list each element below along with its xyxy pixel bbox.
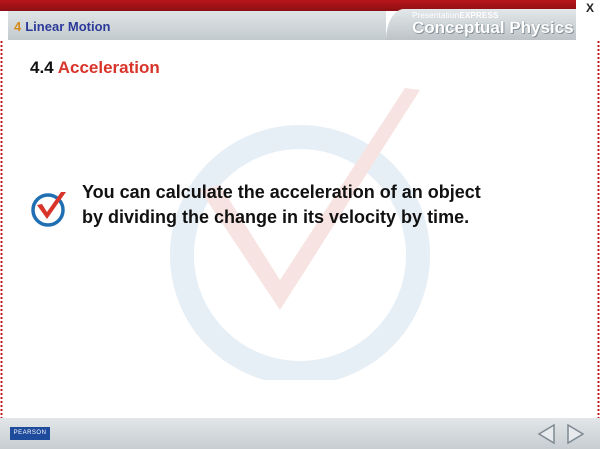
section-number: 4.4: [30, 58, 54, 77]
brand-series-bold: EXPRESS: [459, 11, 499, 20]
brand-tab: [386, 9, 576, 40]
pearson-logo: PEARSON: [10, 427, 50, 440]
brand-series-prefix: Presentation: [412, 11, 460, 20]
brand-series: PresentationEXPRESS: [412, 11, 499, 20]
slide-body-text: You can calculate the acceleration of an…: [82, 182, 481, 227]
previous-arrow-icon[interactable]: [534, 421, 560, 447]
next-arrow-icon[interactable]: [562, 421, 588, 447]
chapter-number: 4: [14, 19, 22, 34]
footer-bar: [0, 418, 600, 449]
checkmark-watermark-icon: [170, 88, 430, 380]
chapter-title: Linear Motion: [25, 19, 111, 34]
close-icon[interactable]: X: [586, 1, 595, 15]
close-button[interactable]: [576, 0, 600, 40]
right-dotted-border: [597, 40, 600, 418]
section-name: Acceleration: [57, 58, 160, 77]
left-dotted-border: [0, 40, 3, 418]
checkmark-circle-icon: [31, 192, 66, 227]
header-stripe: [0, 0, 600, 11]
section-title: 4.4 Acceleration: [30, 58, 160, 78]
chapter-tab: [8, 11, 386, 40]
brand-title: Conceptual Physics: [412, 18, 574, 37]
